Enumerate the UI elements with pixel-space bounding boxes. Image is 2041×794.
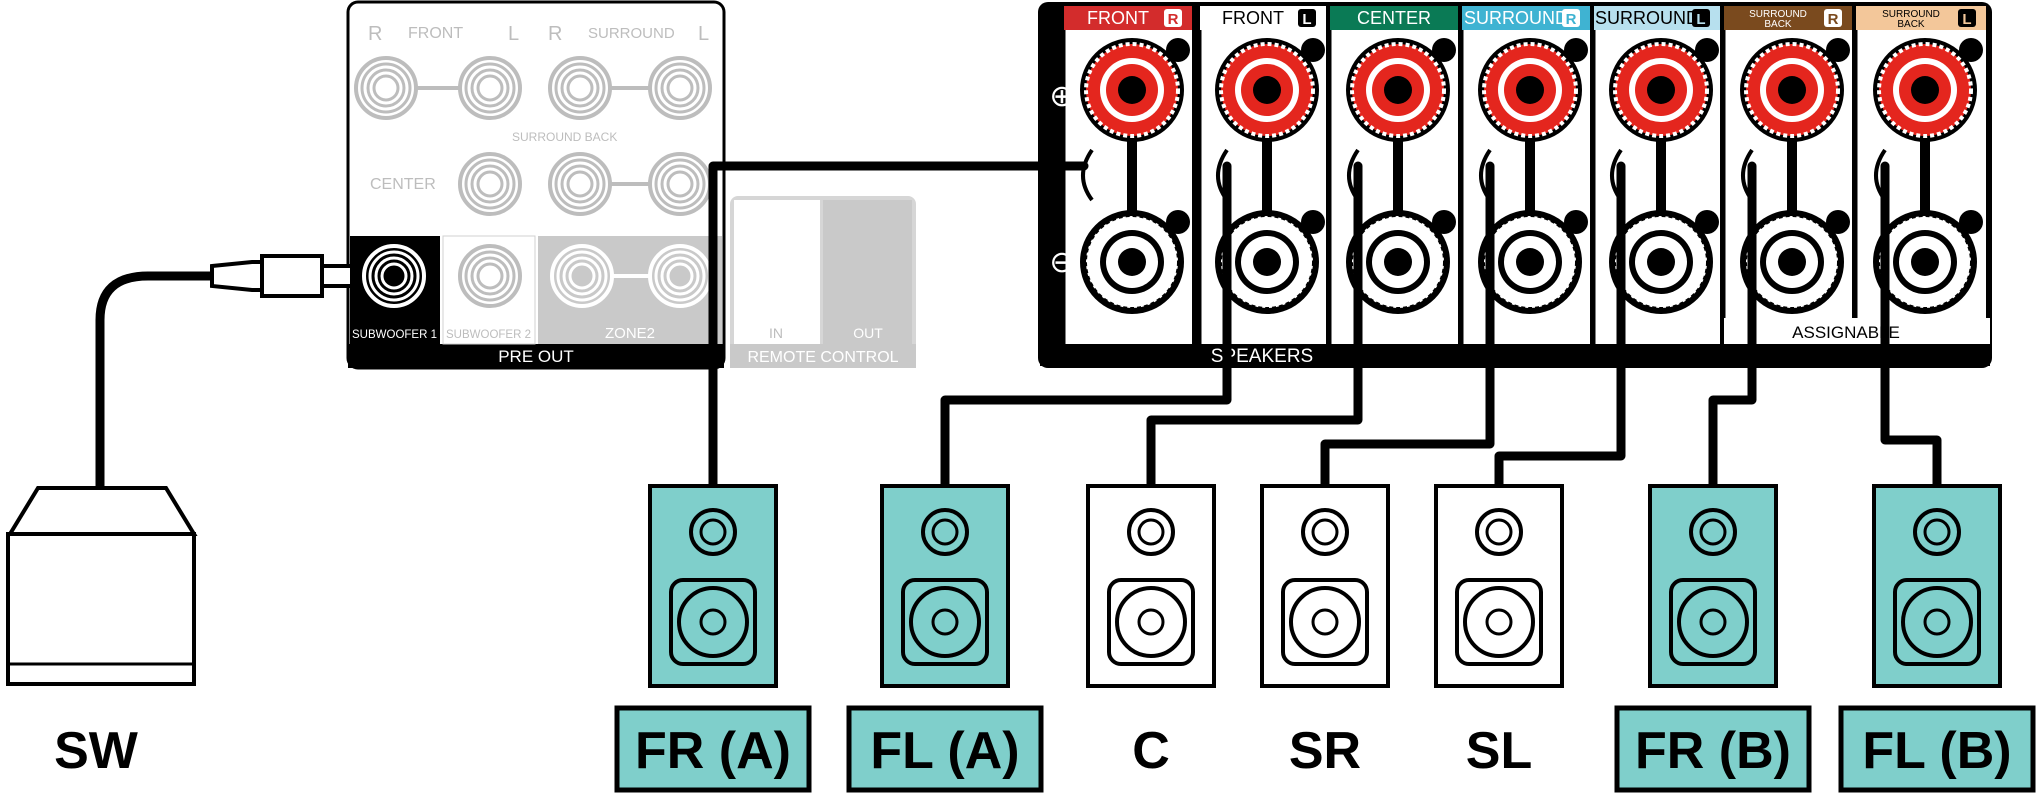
wire-front-r-b [1708, 161, 1757, 491]
channel-label-5: SURROUND [1595, 8, 1699, 28]
speaker-cabinet-3 [1086, 484, 1216, 688]
minus-symbol: ⊖ [1049, 246, 1074, 279]
wire-surround-r [1320, 161, 1495, 491]
front-l-letter: L [508, 23, 519, 45]
center-label: CENTER [370, 176, 436, 193]
speaker-cabinet-2 [880, 484, 1010, 688]
subwoofer-unit [6, 486, 198, 686]
channel-label-3: CENTER [1357, 8, 1431, 28]
negative-terminal-3 [1346, 210, 1456, 314]
pre-out-panel: R FRONT L R SURROUND L SURROUND BACK CEN… [346, 0, 900, 370]
terminal-column-1: FRONT R [1062, 6, 1192, 344]
remote-control-panel: IN OUT REMOTE CONTROL [730, 196, 916, 368]
channel-badge-7: L [1962, 11, 1971, 28]
speaker-label-3: FL (A) [846, 705, 1044, 793]
positive-terminal-2 [1215, 38, 1325, 142]
speaker-label-6: SL [1466, 722, 1532, 780]
positive-terminal-6 [1740, 38, 1850, 142]
speaker-label-1: SW [54, 722, 139, 780]
wire-front-r-a [708, 161, 1089, 491]
rca-surround-back-r [548, 152, 612, 216]
remote-in-label: IN [769, 325, 783, 341]
wire-front-l-a [940, 161, 1232, 491]
speaker-label-5: SR [1289, 722, 1361, 780]
front-r-letter: R [368, 23, 382, 45]
speaker-cabinet-6 [1648, 484, 1778, 688]
negative-terminal-1 [1080, 210, 1190, 314]
channel-label-1: FRONT [1087, 8, 1149, 28]
pre-out-label: PRE OUT [498, 347, 574, 366]
channel-badge-5: L [1696, 11, 1705, 28]
speaker-wires [95, 161, 1942, 493]
positive-terminal-3 [1346, 38, 1456, 142]
speaker-cabinet-5 [1434, 484, 1564, 688]
remote-control-label: REMOTE CONTROL [747, 349, 898, 366]
speaker-label-text-6: SL [1466, 722, 1532, 780]
negative-terminal-7 [1873, 210, 1983, 314]
rca-subwoofer-2 [458, 244, 522, 308]
channel-badge-2: L [1302, 11, 1311, 28]
wire-front-l-b [1880, 161, 1942, 491]
speaker-label-text-4: C [1132, 722, 1170, 780]
negative-terminal-4 [1478, 210, 1588, 314]
speaker-cabinet-1 [648, 484, 778, 688]
wire-surround-l [1494, 161, 1626, 491]
subwoofer1-label: SUBWOOFER 1 [352, 329, 437, 341]
wire-subwoofer [95, 271, 217, 493]
rca-plug-body [260, 254, 324, 298]
channel-badge-1: R [1168, 11, 1179, 28]
surround-back-label: SURROUND BACK [512, 130, 617, 144]
surround-label: SURROUND [588, 25, 675, 42]
speaker-label-text-1: SW [54, 722, 139, 780]
wire-center [1146, 161, 1363, 491]
positive-terminal-4 [1478, 38, 1588, 142]
speaker-label-text-2: FR (A) [635, 722, 791, 780]
surround-r-letter: R [548, 23, 562, 45]
speaker-cabinet-4 [1260, 484, 1390, 688]
positive-terminal-1 [1080, 38, 1190, 142]
rca-center [458, 152, 522, 216]
negative-terminal-2 [1215, 210, 1325, 314]
rca-plug [210, 260, 264, 292]
remote-out-label: OUT [853, 325, 883, 341]
plus-symbol: ⊕ [1049, 80, 1074, 113]
speaker-label-2: FR (A) [614, 705, 812, 793]
channel-label-2: FRONT [1222, 8, 1284, 28]
speaker-label-text-8: FL (B) [1862, 722, 2011, 780]
speaker-label-text-3: FL (A) [870, 722, 1019, 780]
terminal-column-3: CENTER [1328, 6, 1458, 344]
assignable-label: ASSIGNABLE [1792, 323, 1900, 342]
positive-terminal-5 [1609, 38, 1719, 142]
subwoofer2-label: SUBWOOFER 2 [446, 329, 531, 341]
zone2-label: ZONE2 [605, 325, 655, 342]
speakers-label: SPEAKERS [1211, 346, 1313, 367]
channel-badge-6: R [1828, 11, 1839, 28]
surround-l-letter: L [698, 23, 709, 45]
speaker-label-text-5: SR [1289, 722, 1361, 780]
rca-plug-tip [320, 264, 354, 288]
front-label: FRONT [408, 25, 463, 42]
speaker-label-8: FL (B) [1838, 705, 2036, 793]
channel-badge-4: R [1566, 11, 1577, 28]
negative-terminal-6 [1740, 210, 1850, 314]
speaker-label-text-7: FR (B) [1635, 722, 1791, 780]
speaker-label-7: FR (B) [1614, 705, 1812, 793]
channel-label-4: SURROUND [1464, 8, 1568, 28]
speaker-label-4: C [1132, 722, 1170, 780]
speaker-cabinet-7 [1872, 484, 2002, 688]
rca-subwoofer-1 [362, 244, 426, 308]
terminal-column-2: FRONT L [1198, 6, 1326, 344]
positive-terminal-7 [1873, 38, 1983, 142]
negative-terminal-5 [1609, 210, 1719, 314]
